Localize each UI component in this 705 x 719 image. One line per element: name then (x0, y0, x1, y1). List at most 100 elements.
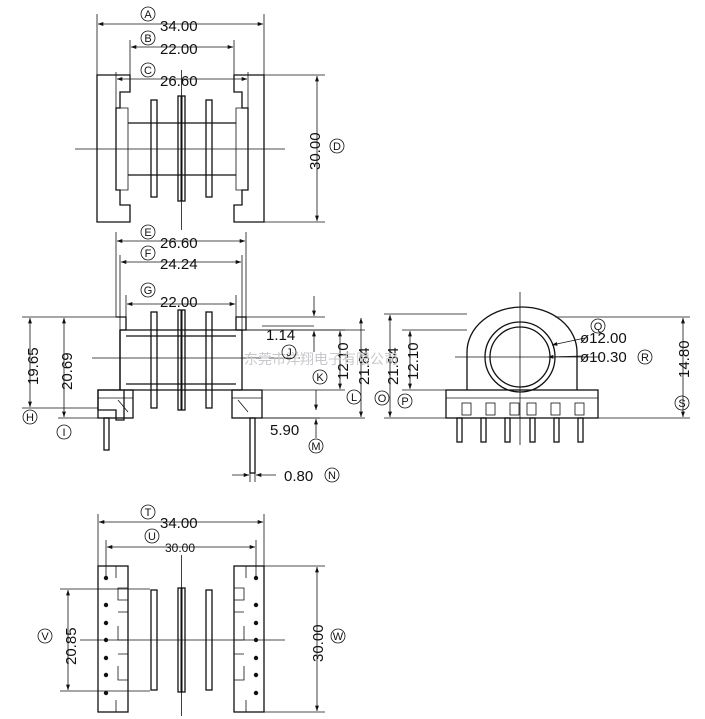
side-pin-slots (461, 402, 585, 416)
bottom-right-block-steps (234, 566, 247, 712)
dim-s-value: 14.80 (676, 340, 693, 378)
bubble-m: M (308, 438, 324, 454)
bottom-left-block-steps (115, 566, 128, 712)
dim-h-value: 19.65 (25, 347, 42, 385)
svg-text:D: D (333, 141, 341, 153)
svg-text:O: O (378, 393, 387, 405)
dim-o-value: 21.84 (385, 347, 402, 385)
svg-text:H: H (26, 412, 34, 424)
bubble-b: B (140, 30, 156, 46)
bubble-v: V (37, 628, 53, 644)
bottom-left-block (97, 565, 129, 713)
dim-f-value: 24.24 (160, 256, 198, 273)
svg-text:R: R (641, 352, 649, 364)
front-left-base-diag (117, 399, 129, 413)
dim-v-value: 20.85 (63, 627, 80, 665)
bubble-f: F (140, 245, 156, 261)
side-flange-outline (466, 306, 578, 390)
bubble-s: S (674, 395, 690, 411)
bubble-i: I (56, 424, 72, 440)
dim-r-value: ø10.30 (580, 349, 627, 366)
bubble-n: N (324, 467, 340, 483)
bubble-l: L (346, 389, 362, 405)
front-inner-wall-right (205, 311, 213, 409)
bubble-k: K (312, 369, 328, 385)
front-left-pin (103, 417, 110, 451)
svg-text:C: C (144, 65, 152, 77)
svg-text:J: J (286, 347, 292, 359)
dim-u-value: 30.00 (165, 541, 195, 555)
bottom-right-block (233, 565, 265, 713)
dim-e-value: 26.60 (160, 235, 198, 252)
front-inner-wall-left (150, 311, 158, 409)
svg-text:A: A (144, 9, 152, 21)
svg-text:L: L (351, 392, 357, 404)
svg-text:P: P (401, 396, 408, 408)
side-base (445, 389, 599, 419)
dim-r-leader (547, 354, 583, 359)
dim-a-value: 34.00 (160, 18, 198, 35)
bottom-pin-holes (103, 575, 259, 696)
front-right-base-diag (237, 399, 249, 413)
dim-g-value: 22.00 (160, 294, 198, 311)
svg-text:M: M (311, 441, 320, 453)
svg-text:I: I (62, 427, 65, 439)
front-right-base (231, 389, 263, 419)
top-view: 34.00 22.00 26.60 30.00 (75, 14, 325, 230)
front-right-flange-top (235, 316, 247, 331)
front-left-base (97, 389, 134, 419)
front-right-pin (249, 417, 256, 474)
bubble-p: P (397, 393, 413, 409)
side-pins (456, 417, 584, 443)
svg-text:Q: Q (594, 321, 603, 333)
svg-text:F: F (145, 248, 152, 260)
bubble-u: U (144, 528, 160, 544)
bubble-w: W (330, 628, 346, 644)
bubble-q: Q (590, 318, 606, 334)
dim-c-value: 26.60 (160, 73, 198, 90)
svg-text:E: E (144, 227, 151, 239)
bubble-e: E (140, 224, 156, 240)
dim-n-value: 0.80 (284, 468, 313, 485)
svg-text:N: N (328, 470, 336, 482)
svg-text:B: B (144, 33, 151, 45)
svg-text:T: T (145, 507, 152, 519)
dim-t-value: 34.00 (160, 515, 198, 532)
dim-j-value: 1.14 (266, 327, 295, 344)
bubble-d: D (329, 138, 345, 154)
bubble-h: H (22, 409, 38, 425)
front-view: 26.60 24.24 22.00 19.65 20.69 1.14 12.10 (22, 232, 373, 485)
svg-text:G: G (144, 285, 153, 297)
dim-q-leader (551, 337, 586, 346)
svg-text:U: U (148, 531, 156, 543)
bubble-r: R (637, 349, 653, 365)
svg-text:W: W (333, 631, 344, 643)
dim-q-value: ø12.00 (580, 330, 627, 347)
bubble-a: A (140, 6, 156, 22)
top-inner-wall-right (205, 99, 213, 198)
dim-l-value: 21.84 (356, 347, 373, 385)
bubble-t: T (140, 504, 156, 520)
bubble-g: G (140, 282, 156, 298)
dim-d-value: 30.00 (307, 132, 324, 170)
bubble-j: J (281, 344, 297, 360)
side-view: 21.84 12.10 ø12.00 ø10.30 14.80 (384, 292, 693, 445)
dim-k-value: 12.10 (335, 342, 352, 380)
top-left-flange (96, 74, 131, 223)
bottom-view: 34.00 30.00 20.85 30.00 (60, 514, 327, 716)
watermark-text: 东莞市洋翔电子有限公司 (244, 351, 398, 367)
dim-i-value: 20.69 (59, 352, 76, 390)
dim-m-value: 5.90 (270, 422, 299, 439)
svg-text:K: K (316, 372, 324, 384)
svg-text:S: S (678, 398, 685, 410)
top-inner-wall-left (150, 99, 158, 198)
dim-p-value: 12.10 (405, 342, 422, 380)
bubble-labels: A B C D E F G H I J K L M N O P Q R S T … (22, 6, 690, 644)
bubble-c: C (140, 62, 156, 78)
top-right-flange (233, 74, 265, 223)
dim-w-value: 30.00 (310, 624, 327, 662)
bubble-o: O (374, 390, 390, 406)
svg-text:V: V (41, 631, 49, 643)
dim-b-value: 22.00 (160, 41, 198, 58)
